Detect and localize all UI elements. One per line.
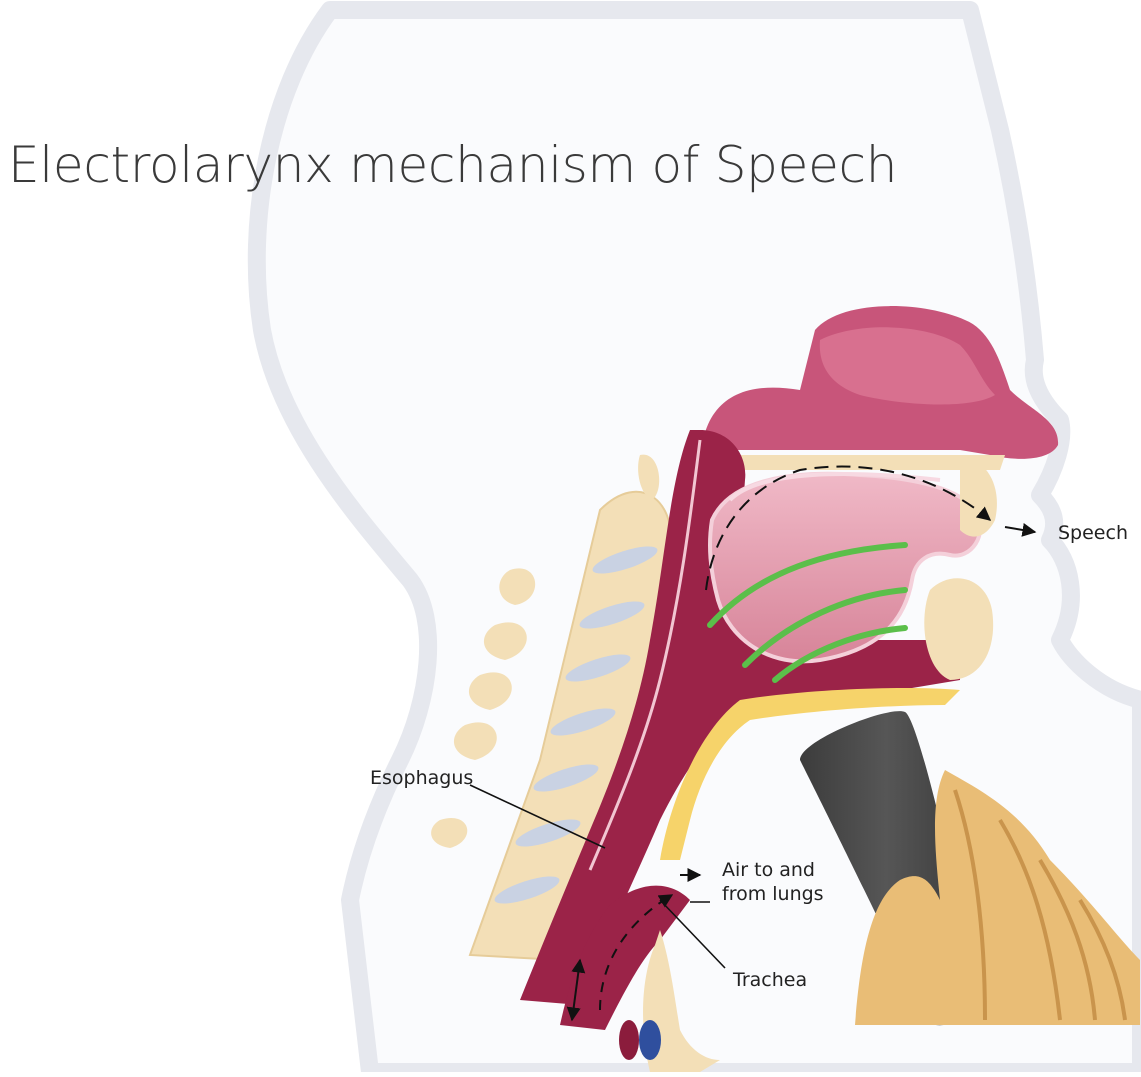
speech-label: Speech [1058, 521, 1128, 545]
air-label-line-1: Air to and [722, 858, 824, 882]
esophagus-label: Esophagus [370, 766, 473, 790]
diagram-title: Electrolarynx mechanism of Speech [8, 136, 897, 194]
air-label-line-2: from lungs [722, 882, 824, 906]
air-to-lungs-label: Air to and from lungs [722, 858, 824, 906]
trachea-label: Trachea [733, 968, 807, 992]
